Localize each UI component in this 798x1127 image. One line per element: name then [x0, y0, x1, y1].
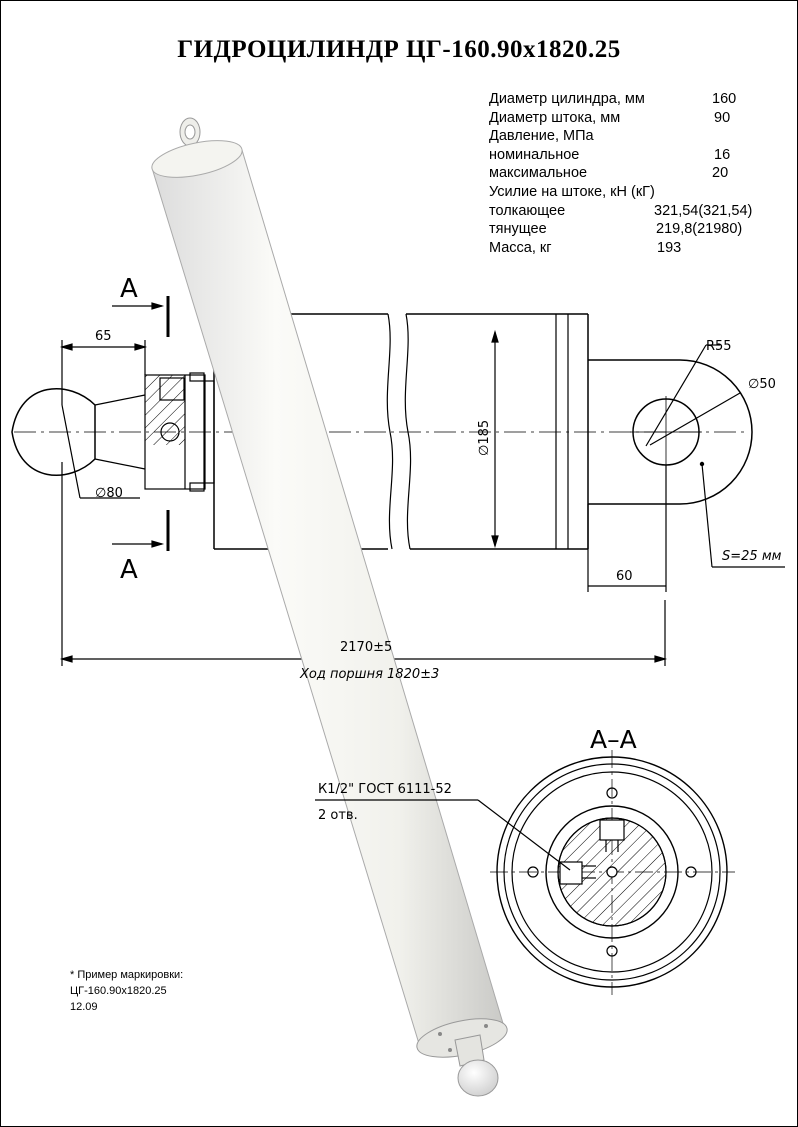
dim-stroke: Ход поршня 1820±3 [299, 667, 439, 682]
spec-value: 321,54(321,54) [654, 202, 753, 219]
spec-label: Диаметр цилиндра, мм [489, 91, 645, 107]
spec-value: 90 [714, 109, 731, 126]
spec-label: Диаметр штока, мм [489, 109, 621, 126]
spec-value: 16 [714, 146, 731, 163]
spec-label: Усилие на штоке, кН (кГ) [489, 183, 655, 200]
spec-label: максимальное [489, 165, 588, 182]
marking-example: * Пример маркировки: ЦГ-160.90х1820.25 1… [70, 967, 183, 1015]
spec-label: тянущее [489, 221, 547, 238]
dim-rod-end-diameter: ∅80 [95, 486, 123, 501]
dim-bore: ∅185 [477, 420, 492, 456]
dim-left-offset: 65 [95, 329, 112, 344]
spec-label: Масса, кг [489, 239, 552, 256]
section-a-a [315, 750, 735, 995]
drawing-title: ГИДРОЦИЛИНДР ЦГ-160.90х1820.25 [177, 36, 621, 63]
section-mark-bottom: А [120, 555, 138, 585]
section-mark-top: А [120, 274, 138, 304]
marking-note-code: ЦГ-160.90х1820.25 [70, 985, 167, 997]
cylinder-3d-render [151, 117, 508, 1097]
marking-note-heading: * Пример маркировки: [70, 969, 184, 981]
dim-pin-diameter: ∅50 [748, 377, 776, 392]
dim-eye-radius: R55 [706, 339, 732, 354]
spec-label: толкающее [489, 202, 566, 219]
spec-value: 219,8(21980) [656, 221, 743, 238]
dim-wall: S=25 мм [722, 549, 782, 564]
section-label: А–А [590, 725, 637, 754]
port-count-label: 2 отв. [318, 808, 358, 823]
side-view [11, 296, 785, 666]
spec-value: 193 [657, 239, 682, 256]
marking-note-date: 12.09 [70, 1001, 98, 1013]
spec-label: Давление, МПа [489, 128, 594, 145]
dim-eye-offset: 60 [616, 569, 633, 584]
dim-total-length: 2170±5 [340, 640, 392, 655]
spec-value: 20 [712, 165, 729, 182]
port-thread-label: К1/2" ГОСТ 6111-52 [318, 782, 452, 797]
spec-label: номинальное [489, 146, 580, 163]
spec-value: 160 [712, 91, 737, 107]
